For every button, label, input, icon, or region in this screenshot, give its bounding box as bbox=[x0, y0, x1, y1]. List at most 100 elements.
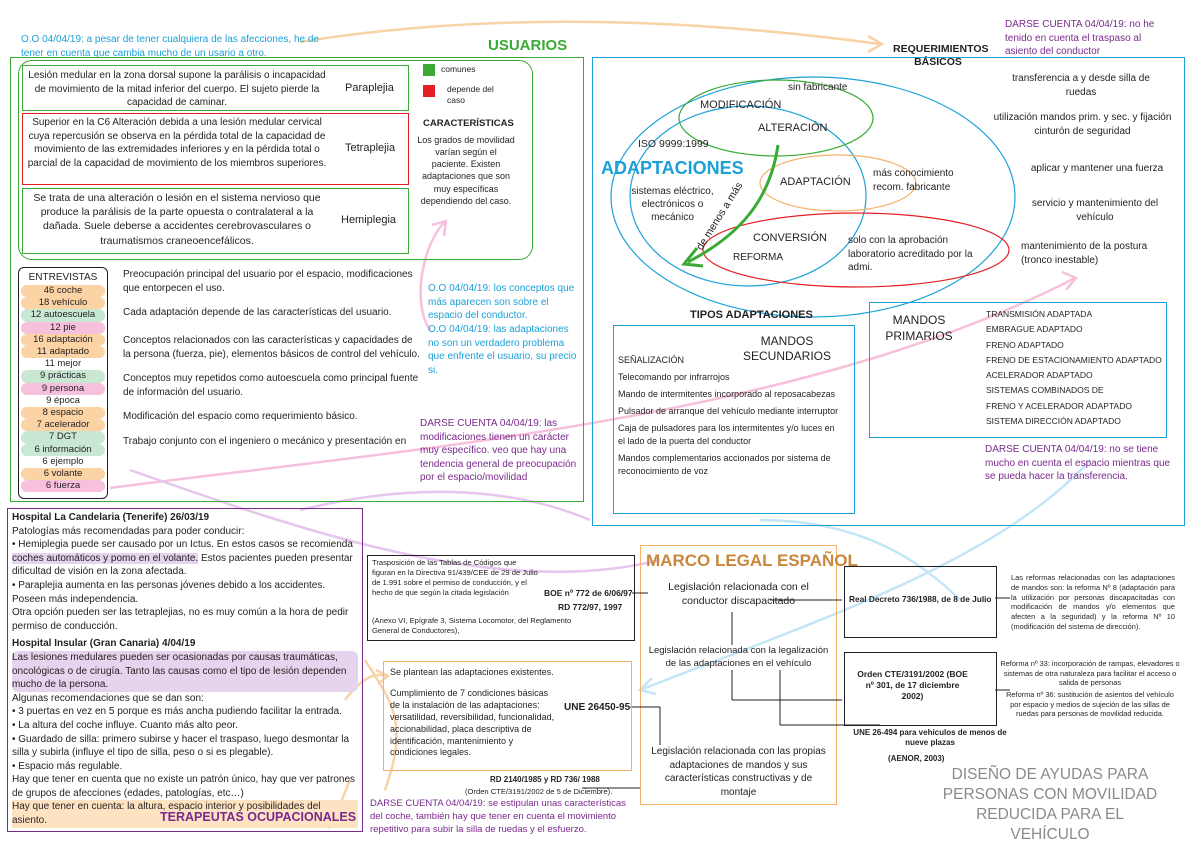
arrow-entrevistas-mantenimiento bbox=[109, 276, 1076, 490]
arrow-entrevistas-caracteristicas bbox=[419, 221, 446, 331]
terapeutas-p2-highlight: coches automáticos y pomo en el volante. bbox=[12, 552, 199, 564]
entrevista-keyword: 6 ejemplo bbox=[21, 455, 105, 469]
trasposicion-box: Trasposición de las Tablas de Códigos qu… bbox=[367, 555, 635, 641]
finding-3: Conceptos relacionados con las caracterí… bbox=[123, 335, 420, 360]
terapeutas-p8: • La altura del coche influye. Cuanto má… bbox=[12, 719, 238, 731]
terapeutas-p2: • Hemiplegia puede ser causado por un Ic… bbox=[12, 538, 358, 579]
entrevista-keyword: 12 pie bbox=[21, 321, 105, 334]
legend-depende: depende del caso bbox=[447, 84, 494, 106]
secundario-item: SEÑALIZACIÓN bbox=[618, 355, 685, 365]
requerimientos-title: REQUERIMIENTOS BÁSICOS bbox=[893, 43, 989, 69]
primario-item: ACELERADOR ADAPTADO bbox=[986, 370, 1093, 381]
entrevista-keyword: 11 mejor bbox=[21, 358, 105, 371]
usuarios-panel bbox=[10, 57, 584, 502]
entrevistas-findings: Preocupación principal del usuario por e… bbox=[123, 268, 423, 460]
secundario-item: Mandos complementarios accionados por si… bbox=[618, 453, 831, 477]
reforma-33: Reforma nº 33: incorporación de rampas, … bbox=[1000, 659, 1180, 688]
reformas-text: Las reformas relacionadas con las adapta… bbox=[1011, 573, 1175, 631]
caracteristicas-text: Los grados de movilidad varían según el … bbox=[417, 135, 515, 206]
label-modificacion: MODIFICACIÓN bbox=[700, 99, 782, 111]
hospital-insular-title: Hospital Insular (Gran Canaria) 4/04/19 bbox=[12, 638, 196, 650]
finding-2: Cada adaptación depende de las caracterí… bbox=[123, 307, 392, 318]
orden-cte-small: (Orden CTE/3191/2002 de 5 de Diciembre). bbox=[465, 787, 613, 796]
usuarios-title: USUARIOS bbox=[488, 37, 568, 54]
req-item-4: servicio y mantenimiento del vehículo bbox=[1031, 198, 1159, 223]
arrow-terapeutas-une bbox=[363, 659, 398, 791]
finding-6: Trabajo conjunto con el ingeniero o mecá… bbox=[123, 436, 407, 447]
entrevista-keyword: 8 espacio bbox=[21, 407, 105, 420]
terapeutas-p5-highlight: Las lesiones medulares pueden ser ocasio… bbox=[12, 650, 358, 692]
condition-hemiplegia: Se trata de una alteración o lesión en e… bbox=[22, 188, 409, 254]
secundarios-list: SEÑALIZACIÓN Telecomando por infrarrojos… bbox=[618, 354, 844, 478]
secundarios-box: MANDOS SECUNDARIOS SEÑALIZACIÓN Telecoma… bbox=[613, 325, 855, 514]
entrevista-keyword: 6 información bbox=[21, 443, 105, 456]
primarios-title: MANDOS PRIMARIOS bbox=[885, 313, 953, 343]
une26450-box: Se plantean las adaptaciones existentes.… bbox=[383, 661, 632, 771]
finding-4: Conceptos muy repetidos como autoescuela… bbox=[123, 373, 419, 398]
plantean-text: Se plantean las adaptaciones existentes. bbox=[390, 667, 554, 677]
primario-item: EMBRAGUE ADAPTADO bbox=[986, 324, 1083, 335]
rd736-box: Real Decreto 736/1988, de 8 de Julio bbox=[844, 566, 997, 638]
condition-tetraplejia: Superior en la C6 Alteración debida a un… bbox=[22, 113, 409, 185]
terapeutas-p4: Otra opción pueden ser las tetraplejias,… bbox=[12, 607, 349, 632]
legend-swatch-comunes bbox=[423, 64, 435, 76]
req-item-3: aplicar y mantener una fuerza bbox=[1030, 163, 1164, 174]
note-darse-espacio: DARSE CUENTA 04/04/19: no se tiene mucho… bbox=[985, 444, 1171, 482]
terapeutas-p3: • Paraplejia aumenta en las personas jóv… bbox=[12, 579, 326, 605]
condition-desc: Lesión medular en la zona dorsal supone … bbox=[28, 70, 326, 108]
entrevistas-title: ENTREVISTAS bbox=[28, 272, 98, 283]
entrevista-keyword: 9 persona bbox=[21, 382, 105, 395]
entrevista-keyword: 9 prácticas bbox=[21, 370, 105, 383]
label-mas-conocimiento: más conocimiento recom. fabricante bbox=[873, 168, 954, 193]
note-darse-traspaso: DARSE CUENTA 04/04/19: no he tenido en c… bbox=[1005, 19, 1155, 57]
entrevista-keyword: 46 coche bbox=[21, 285, 105, 298]
marco-leg3: Legislación relacionada con las propias … bbox=[651, 746, 826, 798]
terapeutas-p2c: Estos pacientes pueden presentar dificul… bbox=[12, 552, 353, 578]
rd-736: Real Decreto 736/1988, de 8 de Julio bbox=[849, 594, 992, 604]
label-sistemas: sistemas eléctrico, electrónicos o mecán… bbox=[631, 186, 714, 223]
une-26494: UNE 26-494 para vehículos de menos de nu… bbox=[853, 728, 1007, 748]
primario-item: TRANSMISIÓN ADAPTADA bbox=[986, 309, 1093, 319]
cumplimiento-text: Cumplimiento de 7 condiciones básicas de… bbox=[390, 688, 555, 758]
note-oo-adaptaciones: O.O 04/04/19: las adaptaciones no son un… bbox=[428, 324, 577, 376]
note-darse-coche: DARSE CUENTA 04/04/19: se estipulan unas… bbox=[370, 798, 626, 835]
entrevista-keyword: 7 DGT bbox=[21, 431, 105, 444]
boe-772: BOE nº 772 de 6/06/97 bbox=[544, 588, 633, 598]
label-conversion: CONVERSIÓN bbox=[753, 232, 827, 244]
condition-name: Hemiplegia bbox=[341, 214, 397, 226]
orden-cte: Orden CTE/3191/2002 (BOE nº 301, de 17 d… bbox=[857, 669, 968, 702]
adaptaciones-panel bbox=[592, 57, 1185, 526]
arrow-primarios-marco bbox=[639, 459, 1091, 692]
tipos-title: TIPOS ADAPTACIONES bbox=[690, 309, 813, 321]
secundario-item: Mando de intermitentes incorporado al re… bbox=[618, 389, 836, 400]
entrevista-keyword: 6 fuerza bbox=[21, 480, 105, 493]
entrevista-keyword: 18 vehículo bbox=[21, 297, 105, 310]
terapeutas-content: Hospital La Candelaria (Tenerife) 26/03/… bbox=[12, 511, 358, 828]
arrow-entrevistas-marco bbox=[129, 468, 661, 574]
terapeutas-p2a: • Hemiplegia puede ser causado por un Ic… bbox=[12, 539, 353, 551]
primario-item: SISTEMA DIRECCIÓN ADAPTADO bbox=[986, 416, 1121, 427]
terapeutas-panel: Hospital La Candelaria (Tenerife) 26/03/… bbox=[7, 508, 363, 832]
entrevista-keyword: 12 autoescuela bbox=[21, 309, 105, 322]
label-solo-con: solo con la aprobación laboratorio acred… bbox=[848, 235, 973, 273]
marco-leg2: Legislación relacionada con la legalizac… bbox=[648, 645, 829, 669]
primarios-box: MANDOS PRIMARIOS TRANSMISIÓN ADAPTADA EM… bbox=[869, 302, 1167, 438]
terapeutas-p1: Patologías más recomendadas para poder c… bbox=[12, 525, 245, 537]
arrowhead-requerimientos bbox=[867, 34, 885, 54]
legend-swatch-depende bbox=[423, 85, 435, 97]
condition-name: Tetraplejia bbox=[345, 142, 396, 154]
req-item-2: utilización mandos prim. y sec. y fijaci… bbox=[993, 112, 1172, 137]
une-26450: UNE 26450-95 bbox=[564, 702, 631, 713]
arrow-usuarios-requerimientos bbox=[299, 20, 881, 46]
entrevista-keyword: 16 adaptación bbox=[21, 333, 105, 347]
label-adaptacion: ADAPTACIÓN bbox=[780, 176, 851, 188]
entrevista-keyword: 7 acelerador bbox=[21, 419, 105, 432]
finding-5: Modificación del espacio como requerimie… bbox=[123, 411, 358, 422]
reforma-36: Reforma nº 36: sustitución de asientos d… bbox=[1006, 690, 1174, 719]
label-alteracion: ALTERACIÓN bbox=[758, 122, 828, 134]
primario-item: FRENO Y ACELERADOR ADAPTADO bbox=[986, 400, 1132, 411]
condition-name: Paraplejia bbox=[345, 82, 394, 94]
